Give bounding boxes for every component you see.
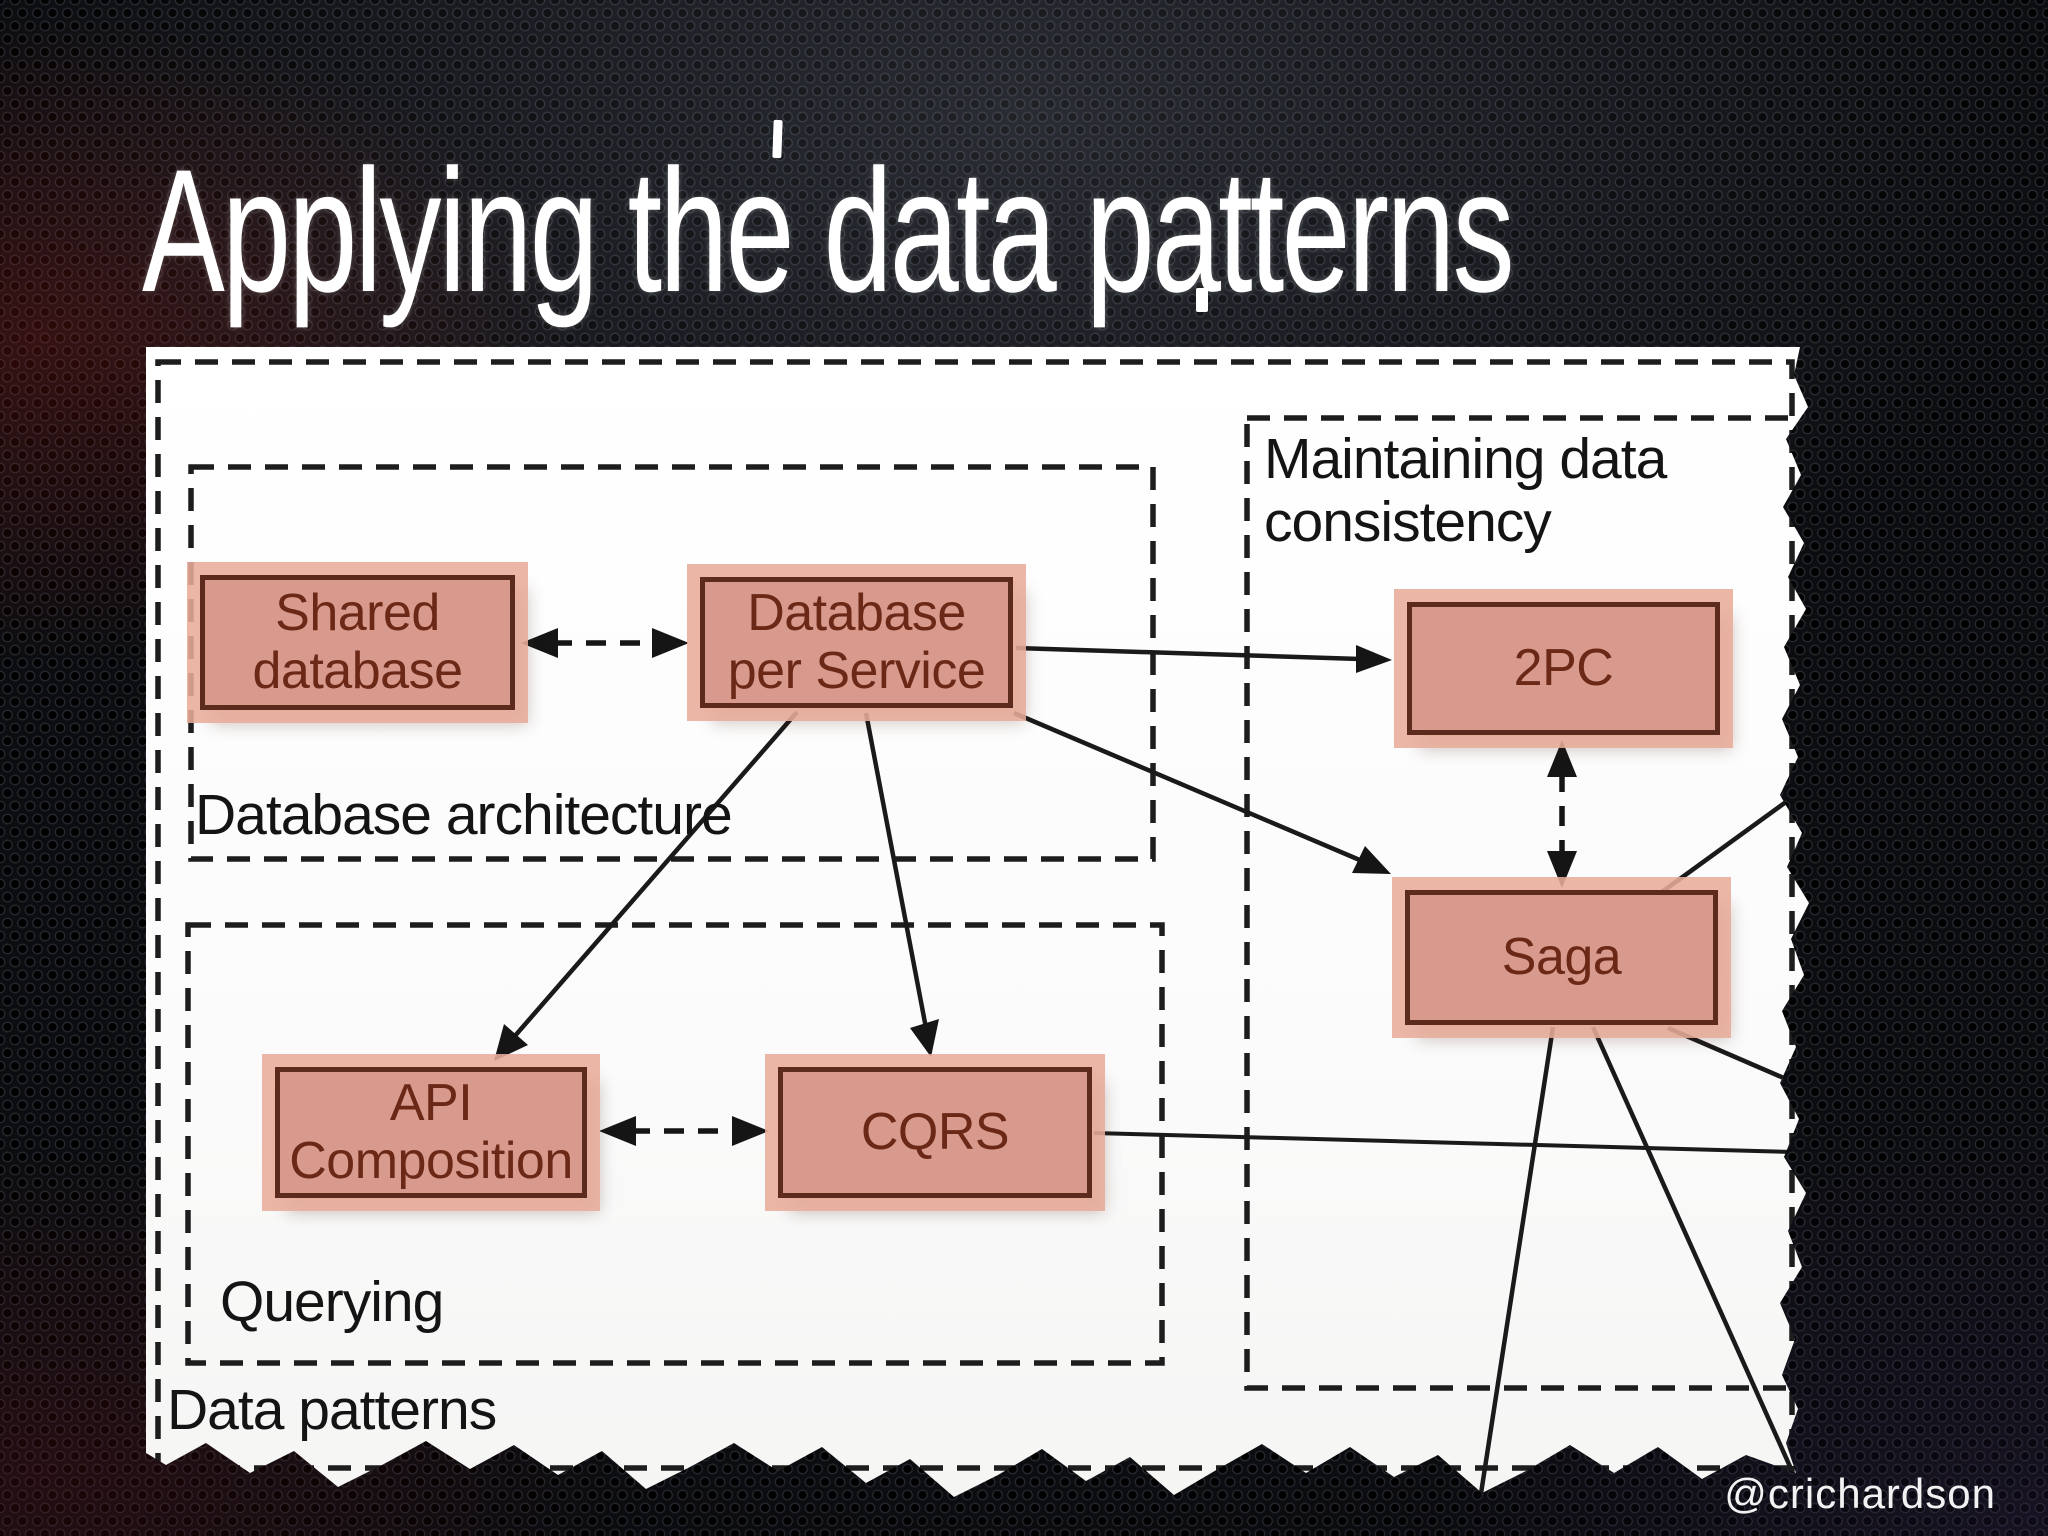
node-database-per-service-label: Database per Service <box>727 584 986 700</box>
twitter-handle-watermark: @crichardson <box>1724 1470 1996 1517</box>
node-shared-database-label: Shared database <box>252 584 463 700</box>
node-saga-label: Saga <box>1501 927 1622 986</box>
node-cqrs: CQRS <box>778 1067 1092 1198</box>
arrow-database-per-service-to-2pc <box>1015 645 1392 673</box>
node-saga: Saga <box>1405 890 1718 1025</box>
node-api-composition-label: API Composition <box>289 1074 573 1190</box>
node-2pc: 2PC <box>1407 602 1720 735</box>
arrow-2pc-saga <box>1547 740 1577 888</box>
line-cqrs-to-right-edge <box>1093 1131 1809 1155</box>
arrow-api-composition-cqrs <box>599 1116 769 1146</box>
label-data-patterns: Data patterns <box>167 1378 497 1442</box>
arrow-database-per-service-to-api-composition <box>494 710 799 1061</box>
node-database-per-service: Database per Service <box>700 577 1013 708</box>
line-saga-down-right <box>1590 1026 1808 1497</box>
label-maintaining-data-consistency: Maintaining data consistency <box>1264 427 1667 554</box>
node-api-composition: API Composition <box>275 1067 587 1198</box>
label-querying: Querying <box>220 1270 444 1334</box>
arrow-shared-db-database-per-service <box>521 628 689 658</box>
arrow-database-per-service-to-saga <box>1013 710 1391 874</box>
node-cqrs-label: CQRS <box>860 1102 1010 1161</box>
node-shared-database: Shared database <box>200 575 515 710</box>
line-saga-down-left <box>1477 1026 1556 1497</box>
torn-paper-diagram: Shared database Database per Service 2PC… <box>146 347 1809 1497</box>
arrow-database-per-service-to-cqrs <box>863 712 939 1057</box>
slide-title: Applying the data patterns <box>142 134 1515 329</box>
node-2pc-label: 2PC <box>1513 638 1614 697</box>
label-database-architecture: Database architecture <box>195 783 733 847</box>
